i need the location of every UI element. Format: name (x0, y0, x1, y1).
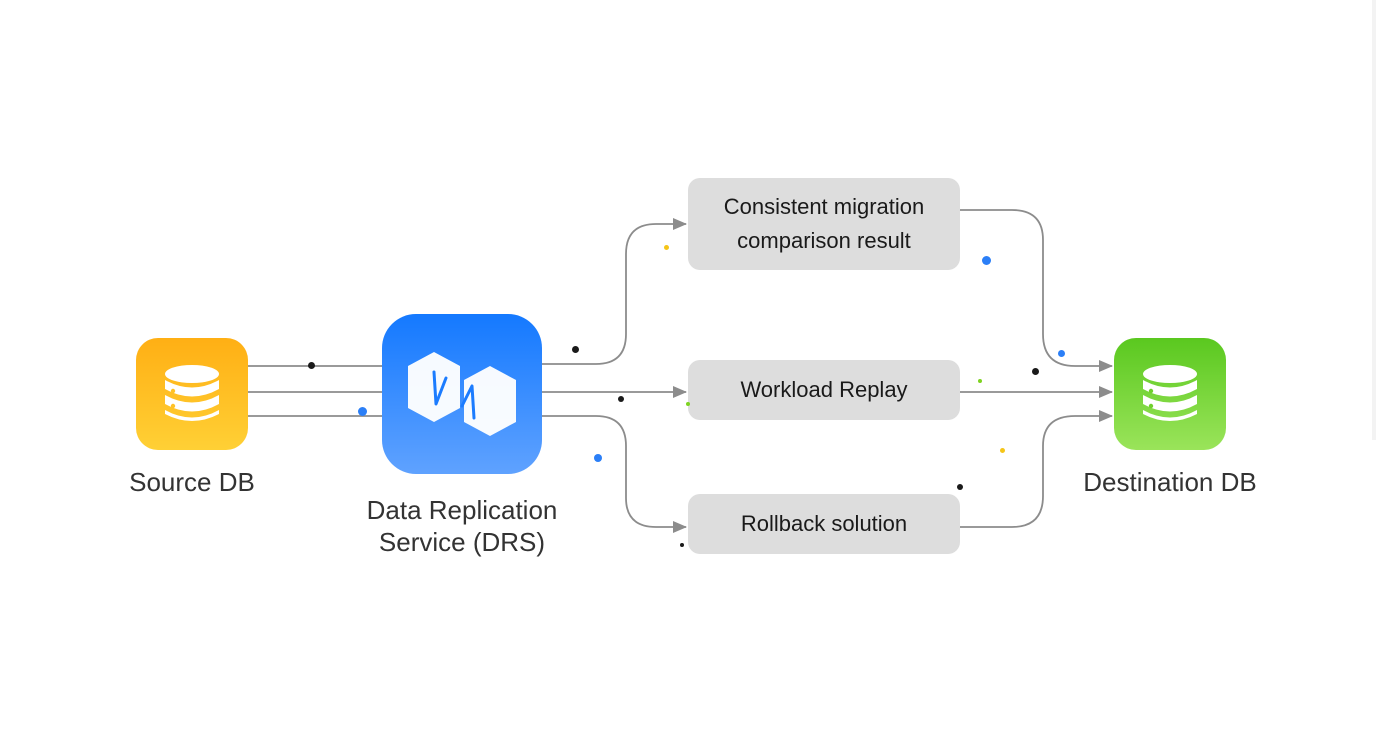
particle-dot (686, 402, 690, 406)
rollback-solution-box: Rollback solution (688, 494, 960, 554)
workload-replay-label: Workload Replay (740, 377, 908, 402)
consistent-migration-box: Consistent migration comparison result (688, 178, 960, 270)
particle-dot (957, 484, 963, 490)
particle-dot (680, 543, 684, 547)
workload-replay-box: Workload Replay (688, 360, 960, 420)
rollback-to-destination-connector (960, 410, 1113, 528)
edge-strip (1372, 0, 1376, 440)
drs-label-line1: Data Replication (366, 495, 558, 525)
sync-hexagon-icon (408, 352, 516, 436)
particle-dot (1000, 448, 1005, 453)
consistent-migration-line1: Consistent migration (723, 194, 925, 219)
particle-dot (308, 362, 315, 369)
database-icon (165, 365, 219, 421)
particle-dot (664, 245, 669, 250)
particle-dot (1032, 368, 1039, 375)
particle-dot (594, 454, 602, 462)
database-icon (1143, 365, 1197, 421)
particle-dot (982, 256, 991, 265)
particle-dot (618, 396, 624, 402)
drs-to-consistent-connector (542, 218, 687, 365)
drs-tile (382, 314, 542, 474)
particle-dot (358, 407, 367, 416)
consistent-to-destination-connector (960, 209, 1113, 372)
rollback-solution-label: Rollback solution (740, 511, 908, 536)
particle-dot (572, 346, 579, 353)
particle-dot (978, 379, 982, 383)
destination-db-tile (1114, 338, 1226, 450)
source-db-label: Source DB (129, 467, 255, 497)
source-db-tile (136, 338, 248, 450)
drs-to-rollback-connector (542, 415, 687, 533)
consistent-migration-line2: comparison result (737, 228, 911, 253)
particle-dot (1058, 350, 1065, 357)
destination-db-label: Destination DB (1083, 467, 1257, 497)
drs-label-line2: Service (DRS) (378, 527, 546, 557)
